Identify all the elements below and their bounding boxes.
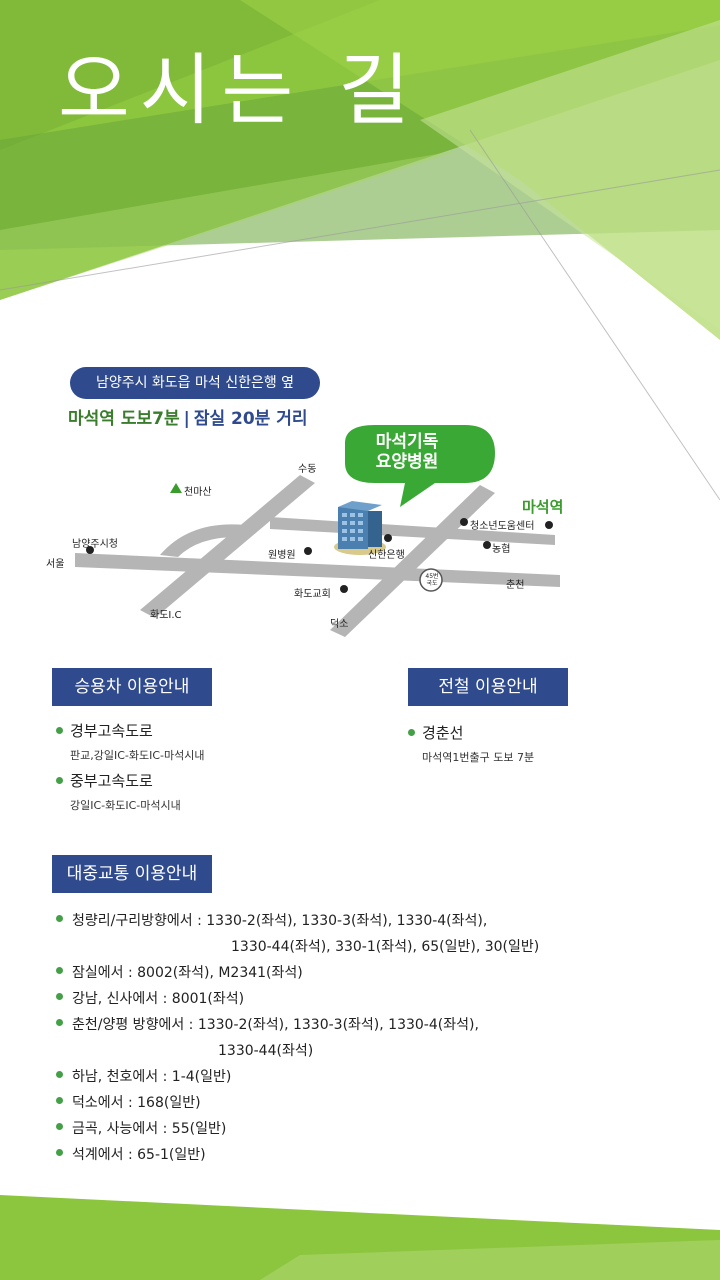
page-title: 오시는 길: [58, 46, 420, 136]
map-label-shinhan: 신한은행: [368, 550, 405, 561]
car-item-sub: 판교,강일IC-화도IC-마석시내: [70, 749, 205, 762]
distance-drive: 잠실 20분 거리: [193, 409, 308, 429]
distance-separator: |: [183, 409, 190, 429]
transit-line-continued: 1330-44(좌석): [218, 1043, 314, 1059]
rail-item-title: 경춘선: [408, 722, 534, 743]
rail-item-sub: 마석역1번출구 도보 7분: [422, 751, 535, 764]
car-section-header: 승용차 이용안내: [52, 668, 212, 706]
transit-section-header: 대중교통 이용안내: [52, 855, 212, 893]
transit-list: 청량리/구리방향에서 : 1330-2(좌석), 1330-3(좌석), 133…: [56, 908, 696, 1168]
map-label-nonghyup: 농협: [492, 544, 511, 555]
transit-line: 석계에서 : 65-1(일반): [56, 1142, 696, 1168]
map-label-youth-center: 청소년도움센터: [470, 521, 535, 532]
car-item-title: 중부고속도로: [56, 770, 181, 791]
map-label-wonbyeongwon: 원병원: [268, 550, 296, 561]
location-map: [75, 425, 560, 637]
transit-line: 잠실에서 : 8002(좌석), M2341(좌석): [56, 960, 696, 986]
map-label-church: 화도교회: [294, 589, 331, 600]
map-label-seoul: 서울: [46, 559, 65, 570]
hospital-name-line1: 마석기독: [375, 432, 439, 452]
hospital-name-line2: 요양병원: [375, 452, 439, 472]
map-label-deokso: 덕소: [330, 619, 349, 630]
distance-info: 마석역 도보7분|잠실 20분 거리: [68, 404, 308, 429]
map-label-station: 마석역: [522, 498, 564, 516]
transit-line: 강남, 신사에서 : 8001(좌석): [56, 986, 696, 1012]
transit-line: 춘천/양평 방향에서 : 1330-2(좌석), 1330-3(좌석), 133…: [56, 1012, 696, 1038]
distance-walk: 마석역 도보7분: [68, 409, 180, 429]
transit-line-continued: 1330-44(좌석), 330-1(좌석), 65(일반), 30(일반): [231, 939, 540, 955]
rail-section-header: 전철 이용안내: [408, 668, 568, 706]
rail-item-gyeongchun: 경춘선 마석역1번출구 도보 7분: [408, 722, 534, 765]
map-label-chuncheon: 춘천: [506, 580, 525, 591]
car-item-jungbu: 중부고속도로 강일IC-화도IC-마석시내: [56, 770, 181, 813]
map-label-route: 45번국도: [425, 573, 439, 587]
route-sign: [419, 568, 443, 592]
transit-line: 청량리/구리방향에서 : 1330-2(좌석), 1330-3(좌석), 133…: [56, 908, 696, 934]
transit-line: 하남, 천호에서 : 1-4(일반): [56, 1064, 696, 1090]
car-item-title: 경부고속도로: [56, 720, 204, 741]
transit-line: 덕소에서 : 168(일반): [56, 1090, 696, 1116]
hospital-building-icon: [334, 501, 386, 555]
map-label-hwado-ic: 화도I.C: [150, 610, 182, 621]
car-item-sub: 강일IC-화도IC-마석시내: [70, 799, 181, 812]
address-pill: 남양주시 화도읍 마석 신한은행 옆: [70, 367, 320, 399]
map-label-sudong: 수동: [298, 464, 317, 475]
map-label-city-hall: 남양주시청: [72, 539, 118, 550]
hospital-name: 마석기독 요양병원: [352, 432, 462, 472]
car-item-gyeongbu: 경부고속도로 판교,강일IC-화도IC-마석시내: [56, 720, 204, 763]
transit-line: 금곡, 사능에서 : 55(일반): [56, 1116, 696, 1142]
map-label-cheonmasan: 천마산: [184, 487, 212, 498]
mountain-icon: [170, 483, 182, 493]
hospital-bubble: [345, 425, 495, 507]
